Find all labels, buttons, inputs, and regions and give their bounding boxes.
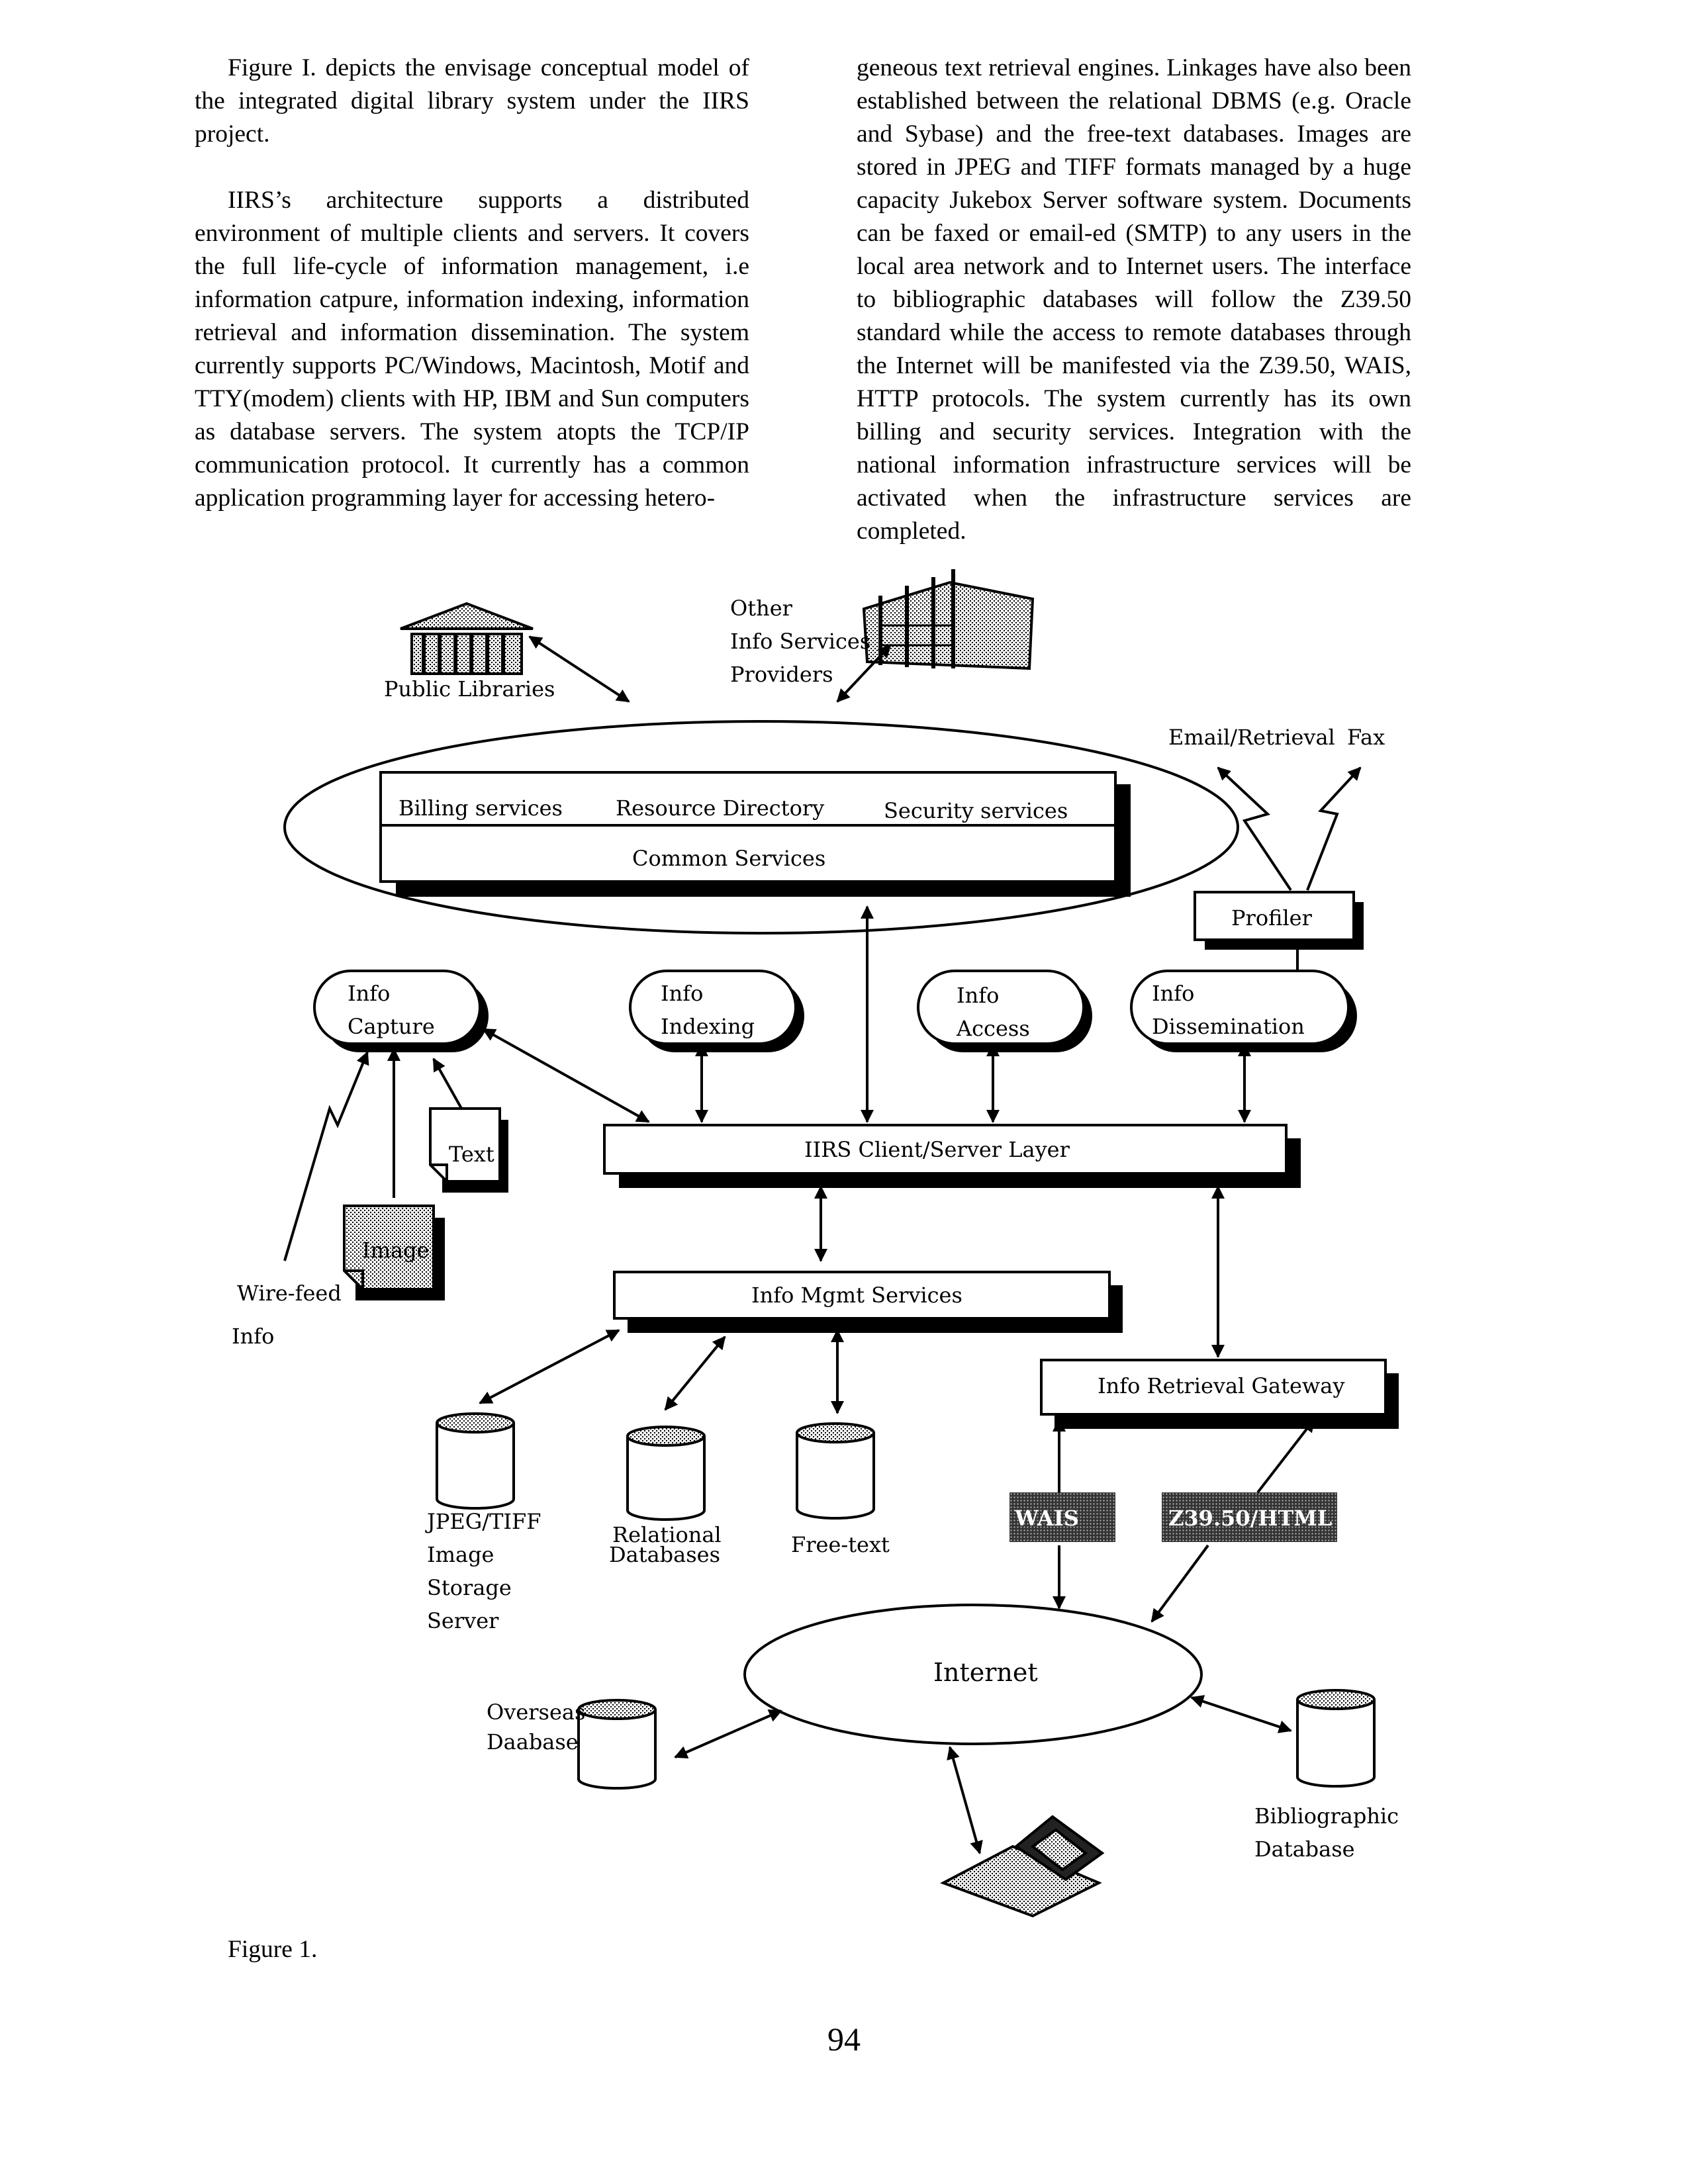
info-indexing-bubble — [629, 970, 804, 1052]
client-server-label: IIRS Client/Server Layer — [804, 1137, 1070, 1162]
indexing-line1: Info — [661, 981, 703, 1006]
dissemination-line2: Dissemination — [1152, 1014, 1305, 1039]
overseas-line2: Daabase — [487, 1729, 579, 1754]
jpeg-db-icon — [436, 1412, 515, 1510]
z3950-label: Z39.50/HTML — [1168, 1506, 1332, 1531]
laptop-icon — [940, 1815, 1105, 1918]
resource-directory-label: Resource Directory — [616, 796, 824, 821]
overseas-line1: Overseas — [487, 1700, 585, 1725]
left-column: Figure I. depicts the envisage conceptua… — [195, 52, 749, 515]
text-document-icon — [429, 1107, 508, 1193]
relational-db-icon — [626, 1426, 706, 1521]
wais-label: WAIS — [1014, 1506, 1079, 1531]
text-doc-label: Text — [449, 1142, 494, 1167]
access-line2: Access — [956, 1016, 1030, 1041]
building-icon — [862, 569, 1035, 670]
info-access-bubble — [917, 970, 1092, 1052]
overseas-db-icon — [577, 1699, 657, 1790]
relational-line2: Databases — [609, 1542, 720, 1567]
wire-feed-bolt — [283, 1051, 369, 1261]
arrow-providers — [836, 644, 892, 703]
dissemination-line1: Info — [1152, 981, 1194, 1006]
free-text-label: Free-text — [791, 1532, 890, 1557]
jpeg-line2: Image — [427, 1542, 494, 1567]
bibliographic-line1: Bibliographic — [1254, 1803, 1399, 1829]
capture-line2: Capture — [348, 1014, 435, 1039]
jpeg-line1: JPEG/TIFF — [425, 1509, 541, 1534]
info-retrieval-gateway-box — [1040, 1359, 1387, 1416]
paragraph: geneous text retrieval engines. Linkages… — [857, 54, 1411, 545]
image-doc-label: Image — [362, 1238, 429, 1263]
profiler-label: Profiler — [1231, 905, 1313, 931]
library-icon — [400, 602, 534, 675]
jpeg-line4: Server — [427, 1608, 499, 1633]
wire-feed-info-label: Info — [232, 1324, 274, 1349]
bibliographic-db-icon — [1296, 1689, 1376, 1788]
public-libraries-label: Public Libraries — [384, 676, 555, 702]
jpeg-line3: Storage — [427, 1575, 512, 1600]
fax-label: Fax — [1347, 725, 1385, 750]
arrow-libraries — [528, 635, 630, 703]
info-mgmt-label: Info Mgmt Services — [751, 1283, 962, 1308]
security-label: Security services — [884, 798, 1068, 823]
common-services-label: Common Services — [632, 846, 825, 871]
services-ellipse — [283, 720, 1239, 934]
email-bolt — [1217, 766, 1292, 891]
free-text-db-icon — [796, 1422, 875, 1520]
client-server-layer — [603, 1124, 1288, 1175]
other-label: Other — [730, 596, 793, 621]
profiler-box — [1194, 891, 1355, 941]
internet-ellipse — [743, 1604, 1203, 1745]
info-mgmt-box — [613, 1271, 1111, 1320]
services-box — [379, 771, 1117, 883]
indexing-line2: Indexing — [661, 1014, 755, 1039]
bibliographic-line2: Database — [1254, 1837, 1355, 1862]
info-services-label: Info Services — [730, 629, 870, 654]
wire-feed-label: Wire-feed — [237, 1281, 342, 1306]
page-number: 94 — [827, 2021, 861, 2058]
fax-bolt — [1306, 766, 1362, 891]
internet-label: Internet — [933, 1658, 1038, 1687]
capture-line1: Info — [348, 981, 390, 1006]
access-line1: Info — [957, 983, 999, 1008]
email-retrieval-label: Email/Retrieval — [1168, 725, 1335, 750]
paragraph: IIRS’s architecture supports a distribut… — [195, 187, 749, 512]
z3950-badge — [1162, 1492, 1337, 1542]
right-column: geneous text retrieval engines. Linkages… — [857, 52, 1411, 548]
paragraph: Figure I. depicts the envisage conceptua… — [195, 54, 749, 148]
relational-line1: Relational — [612, 1522, 722, 1547]
info-capture-bubble — [313, 970, 489, 1052]
gateway-label: Info Retrieval Gateway — [1098, 1373, 1344, 1398]
billing-label: Billing services — [399, 796, 563, 821]
providers-label: Providers — [730, 662, 833, 687]
figure-caption: Figure 1. — [228, 1936, 318, 1963]
wais-badge — [1009, 1492, 1115, 1542]
image-document-icon — [343, 1205, 445, 1300]
